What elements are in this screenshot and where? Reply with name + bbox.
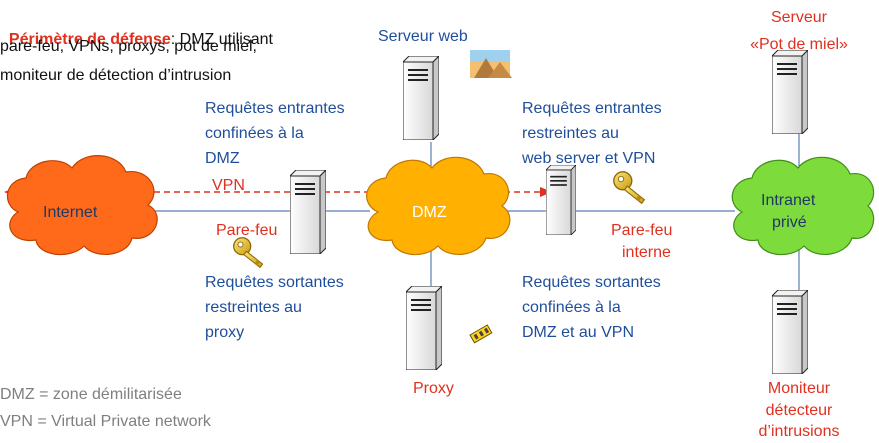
intranet-label-1: Intranet <box>761 192 816 209</box>
note-line: restreintes au <box>522 125 619 142</box>
note-line: DMZ et au VPN <box>522 324 635 341</box>
inner-firewall-server-icon <box>546 165 576 235</box>
proxy-server-icon <box>406 286 442 370</box>
internet-label: Internet <box>43 204 98 221</box>
title-bold: Périmètre de défense <box>8 31 171 48</box>
title-line-2: pare-feu, VPNs, proxys, pot de miel, <box>0 38 257 55</box>
outer-firewall-key-icon <box>233 237 264 269</box>
network-links <box>140 105 800 290</box>
legend-vpn: VPN = Virtual Private network <box>0 413 211 430</box>
intranet-cloud <box>731 156 875 256</box>
outer-firewall-server-icon <box>290 170 326 254</box>
title-line-3: moniteur de détection d’intrusion <box>0 67 232 84</box>
monitor-label-2: détecteur <box>765 402 833 419</box>
monitor-label-1: Moniteur <box>767 380 831 397</box>
proxy-label: Proxy <box>413 380 454 397</box>
dmz-cloud <box>366 156 511 256</box>
intranet-label-2: privé <box>772 214 807 231</box>
monitor-server-icon <box>772 290 808 374</box>
note-line: confinées à la <box>205 125 304 142</box>
honeypot-server-icon <box>772 50 808 134</box>
inner-firewall-label-2: interne <box>622 244 671 261</box>
note-line: Requêtes entrantes <box>205 100 345 117</box>
inner-firewall-key-icon <box>613 171 646 204</box>
web-server-label: Serveur web <box>378 28 468 45</box>
title-rest: : DMZ utilisant <box>170 31 273 48</box>
outer-firewall-label: Pare-feu <box>216 222 278 239</box>
note-line: DMZ <box>205 150 240 167</box>
vpn-label: VPN <box>212 177 245 194</box>
honeypot-label-1: Serveur <box>770 9 828 26</box>
proxy-tool-icon <box>469 324 493 344</box>
dmz-label: DMZ <box>412 204 447 221</box>
honeypot-label-2: «Pot de miel» <box>750 36 848 53</box>
monitor-label-3: d’intrusions <box>758 423 840 440</box>
legend-dmz: DMZ = zone démilitarisée <box>0 386 182 403</box>
web-server-icon <box>403 56 439 140</box>
note-line: Requêtes sortantes <box>205 274 344 291</box>
inner-firewall-label-1: Pare-feu <box>611 222 673 239</box>
note-line: Requêtes sortantes <box>522 274 661 291</box>
note-line: web server et VPN <box>522 150 656 167</box>
note-line: confinées à la <box>522 299 621 316</box>
pyramids-image-icon <box>470 50 512 78</box>
note-line: proxy <box>205 324 245 341</box>
internet-cloud <box>6 155 158 256</box>
note-line: Requêtes entrantes <box>522 100 662 117</box>
page-title: Périmètre de défense: DMZ utilisant <box>0 7 273 51</box>
note-line: restreintes au <box>205 299 302 316</box>
